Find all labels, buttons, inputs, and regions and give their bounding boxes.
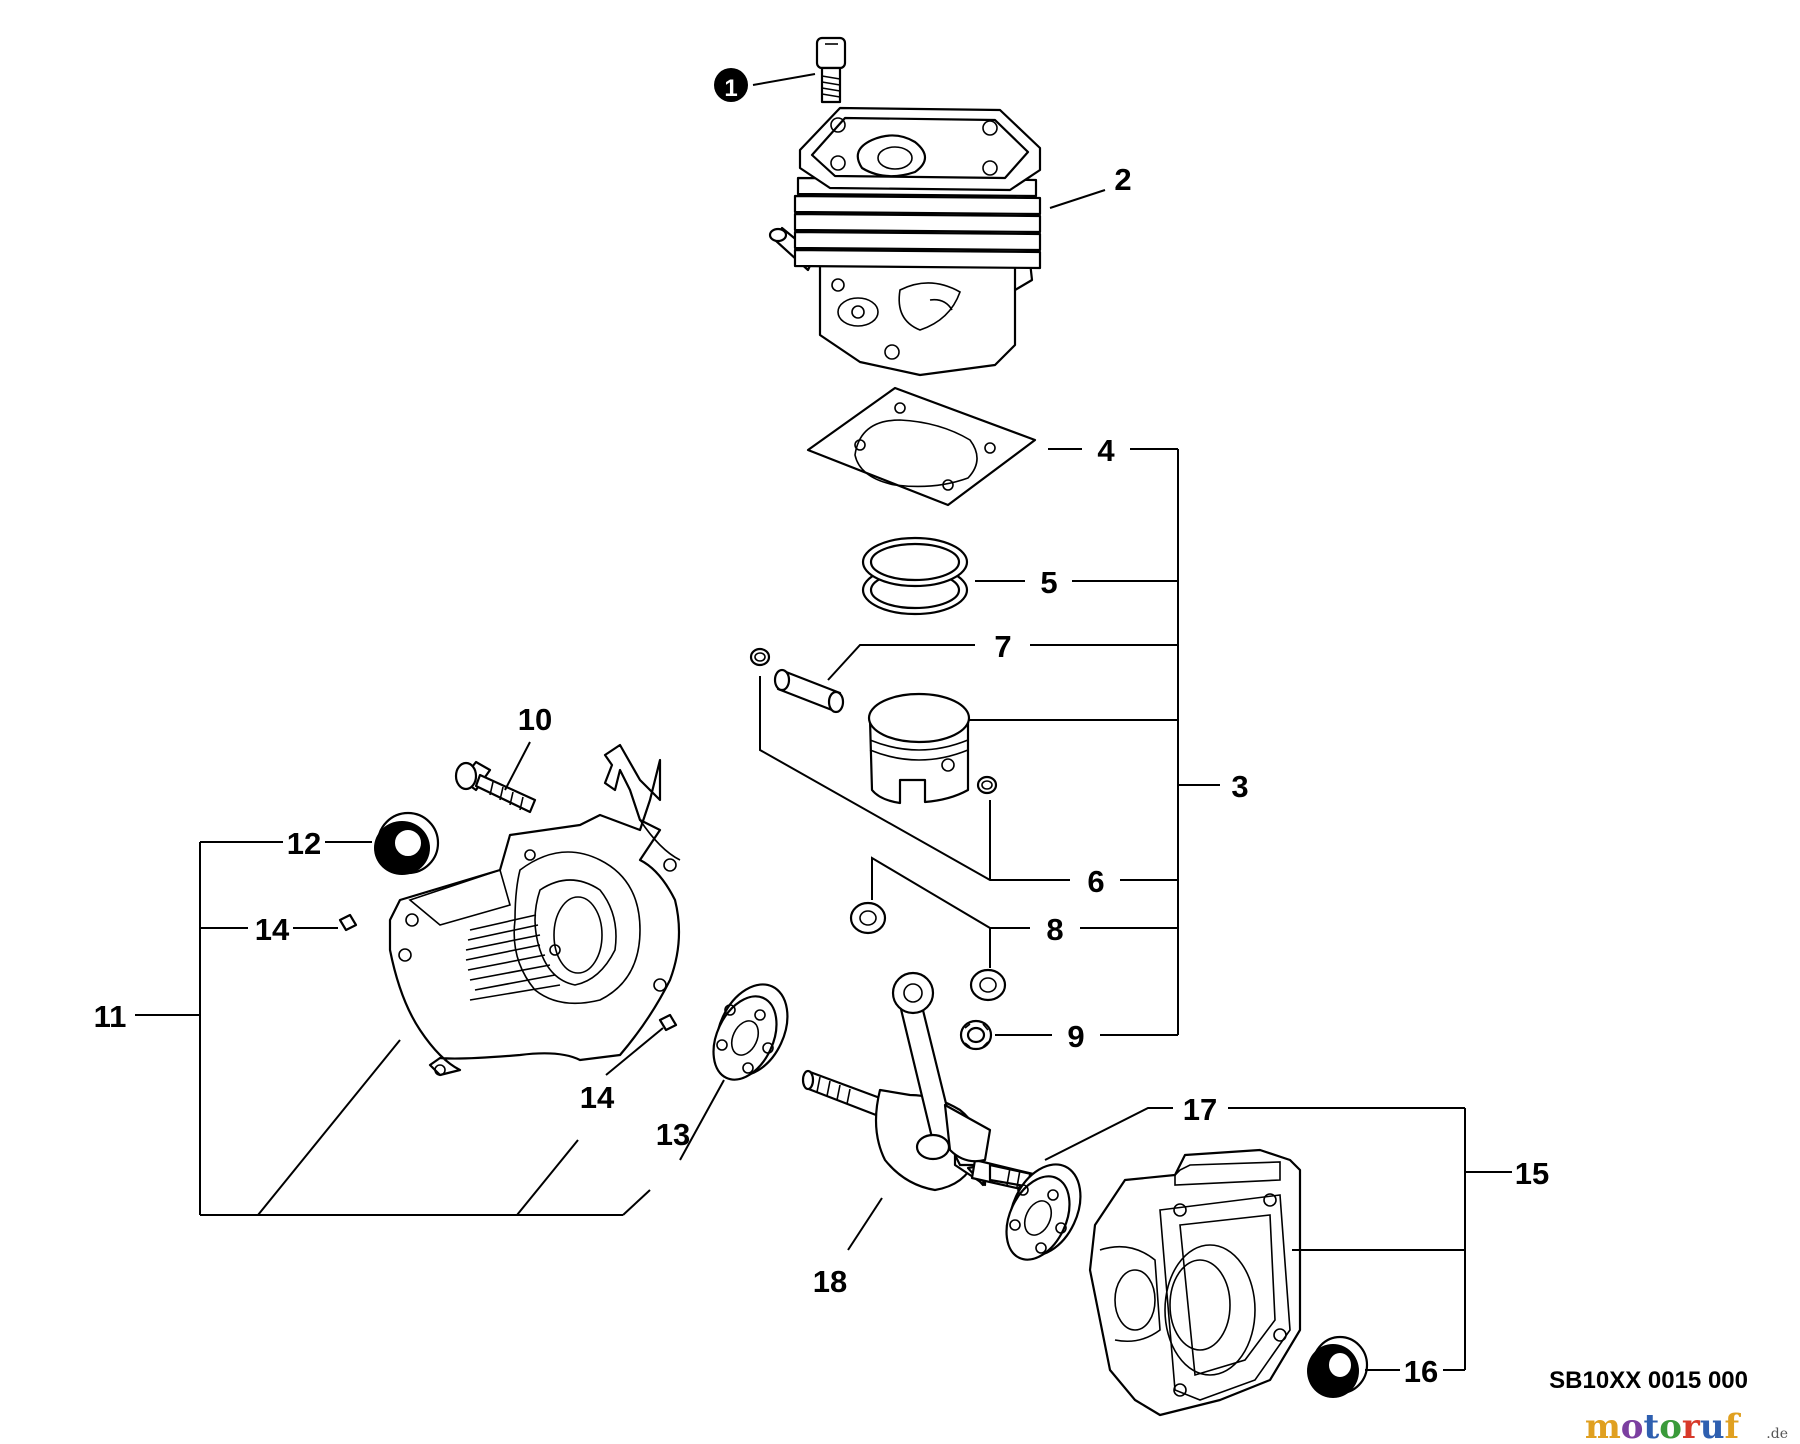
- long-bolt-part: [454, 760, 537, 814]
- bolt-part: [815, 36, 847, 104]
- oil-seal-right-part: [1307, 1335, 1369, 1398]
- thrust-washer-left-part: [849, 901, 887, 935]
- callout-14-upper: 14: [255, 912, 290, 947]
- callout-14-lower: 14: [580, 1080, 615, 1115]
- callout-17: 17: [1183, 1092, 1217, 1127]
- needle-bearing-part: [959, 1019, 993, 1051]
- svg-text:motoruf: motoruf: [1585, 1407, 1742, 1444]
- callout-5: 5: [1040, 565, 1057, 600]
- callout-8: 8: [1046, 912, 1063, 947]
- svg-text:1: 1: [724, 75, 737, 102]
- ball-bearing-right-part: [1005, 1163, 1082, 1261]
- dowel-pin-lower-part: [658, 1013, 678, 1032]
- callout-18: 18: [813, 1264, 847, 1299]
- gasket-part: [806, 386, 1037, 507]
- crankshaft-part: [801, 971, 1057, 1197]
- callout-7: 7: [994, 629, 1011, 664]
- callout-16: 16: [1404, 1354, 1438, 1389]
- callout-2: 2: [1114, 162, 1131, 197]
- diagram-code: SB10XX 0015 000: [1549, 1367, 1748, 1394]
- piston-pin-part: [773, 668, 845, 714]
- thrust-washer-right-part: [969, 968, 1007, 1002]
- circlip-left-part: [749, 647, 771, 667]
- callout-1: 1: [714, 68, 748, 102]
- cylinder-part: [768, 106, 1042, 377]
- callout-11: 11: [94, 999, 127, 1034]
- callout-4: 4: [1097, 433, 1115, 468]
- piston-part: [867, 692, 971, 805]
- callout-6: 6: [1087, 864, 1104, 899]
- callout-15: 15: [1515, 1156, 1549, 1191]
- leader-lines: [135, 73, 1512, 1371]
- ball-bearing-left-part: [712, 983, 789, 1081]
- crankcase-left-part: [388, 743, 681, 1077]
- piston-rings-part: [861, 536, 969, 616]
- svg-text:.de: .de: [1766, 1426, 1788, 1442]
- oil-seal-left-part: [374, 811, 440, 875]
- callout-10: 10: [518, 702, 552, 737]
- dowel-pin-upper-part: [338, 913, 358, 932]
- callout-12: 12: [287, 826, 321, 861]
- circlip-right-part: [976, 775, 998, 795]
- crankcase-right-part: [1088, 1148, 1302, 1417]
- callout-9: 9: [1067, 1019, 1084, 1054]
- motoruf-watermark-logo: motoruf .de: [1585, 1407, 1788, 1444]
- callout-3: 3: [1231, 769, 1248, 804]
- callout-13: 13: [656, 1117, 690, 1152]
